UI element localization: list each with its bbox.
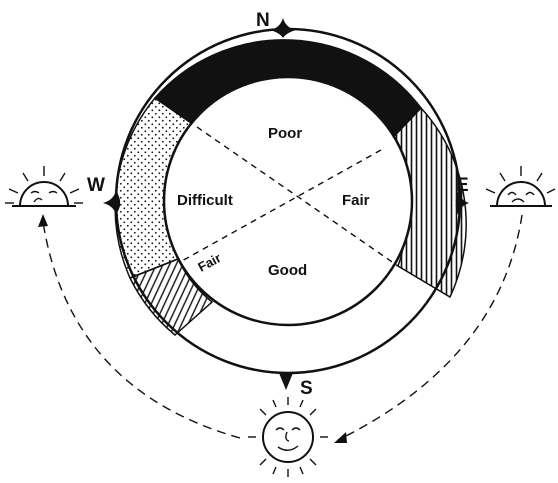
compass-east-label: E (456, 175, 469, 196)
south-pointer (279, 373, 293, 390)
sun-path-east-to-south (337, 214, 523, 441)
sun-path-south-to-west (42, 221, 241, 439)
setting-sun-icon (5, 166, 83, 207)
noon-sun-icon (248, 397, 328, 477)
divider-nw-se (196, 126, 399, 267)
inner-circle (162, 75, 414, 327)
sector-label-fair-east: Fair (342, 192, 370, 209)
east-pointer (455, 190, 469, 215)
compass-west-label: W (87, 175, 105, 196)
west-pointer (103, 190, 121, 215)
sector-label-poor: Poor (268, 125, 302, 142)
rising-sun-icon (485, 166, 556, 207)
north-pointer (270, 18, 296, 38)
divider-ne-sw (179, 149, 382, 263)
sun-path-arrow-west (38, 214, 48, 227)
compass-north-label: N (256, 10, 270, 31)
sector-label-good: Good (268, 262, 307, 279)
compass-south-label: S (300, 378, 313, 399)
sun-path-arrow-south (334, 432, 347, 443)
sector-label-difficult: Difficult (177, 192, 233, 209)
